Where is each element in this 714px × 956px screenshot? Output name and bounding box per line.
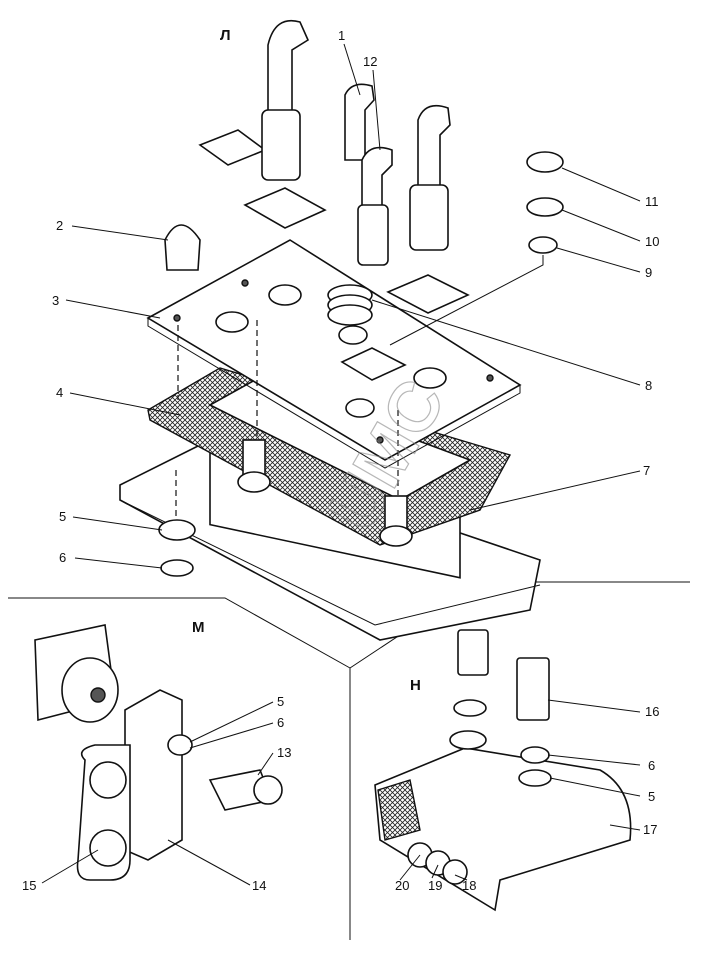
section-label-top: Л [220, 27, 231, 44]
callout-16: 16 [645, 704, 659, 719]
callout-3: 3 [52, 293, 59, 308]
callout-19: 19 [428, 878, 442, 893]
callout-7: 7 [643, 463, 650, 478]
section-label-right: Н [410, 677, 421, 694]
callout-15: 15 [22, 878, 36, 893]
callout-right-5: 5 [648, 789, 655, 804]
callout-10: 10 [645, 234, 659, 249]
leader-lines [41, 43, 641, 886]
bracket-assembly [34, 624, 283, 881]
dashed-axes [175, 320, 399, 520]
nuts-washers [158, 151, 564, 577]
callout-left-5: 5 [277, 694, 284, 709]
callout-13: 13 [277, 745, 291, 760]
callout-20: 20 [395, 878, 409, 893]
spring [327, 284, 373, 326]
callout-1: 1 [338, 28, 345, 43]
screws [237, 439, 413, 547]
callout-11: 11 [645, 194, 659, 209]
callout-6: 6 [59, 550, 66, 565]
square-flanges [198, 129, 470, 381]
callout-5: 5 [59, 509, 66, 524]
leader-9-frame [389, 255, 544, 346]
callout-9: 9 [645, 265, 652, 280]
callout-right-6: 6 [648, 758, 655, 773]
callout-8: 8 [645, 378, 652, 393]
callout-2: 2 [56, 218, 63, 233]
callout-18: 18 [462, 878, 476, 893]
section-label-left: М [192, 619, 205, 636]
callout-left-6: 6 [277, 715, 284, 730]
gasket [147, 367, 512, 546]
callout-14: 14 [252, 878, 266, 893]
clamp-assembly [374, 629, 632, 912]
callout-17: 17 [643, 822, 657, 837]
top-plate [146, 239, 522, 469]
callout-12: 12 [363, 54, 377, 69]
callout-4: 4 [56, 385, 63, 400]
